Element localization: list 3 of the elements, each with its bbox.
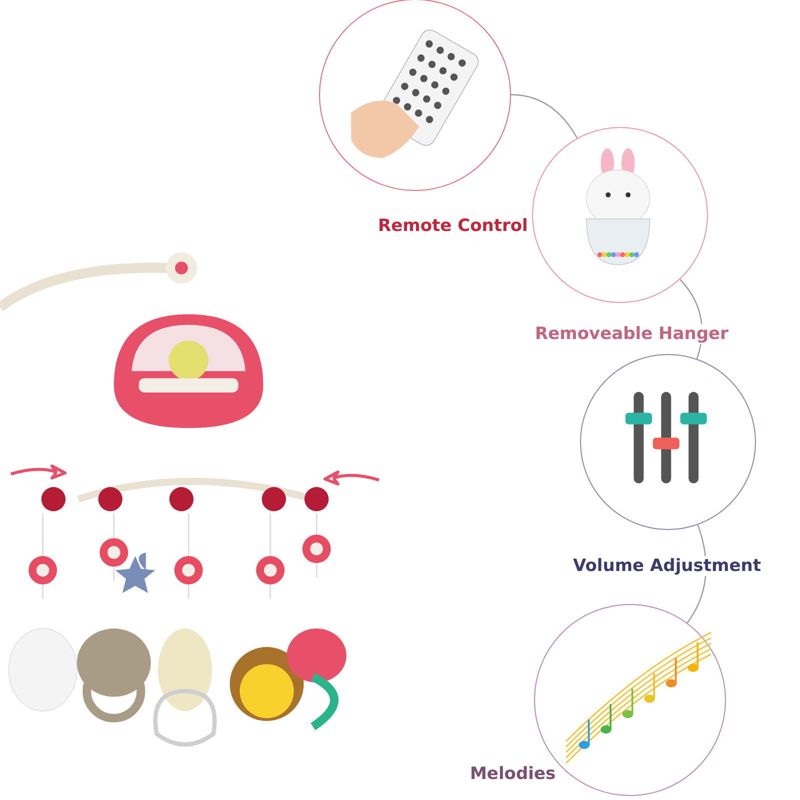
feature-label: Removeable Hanger bbox=[535, 324, 728, 344]
connector-line bbox=[510, 94, 578, 138]
feature-label: Volume Adjustment bbox=[573, 556, 761, 576]
